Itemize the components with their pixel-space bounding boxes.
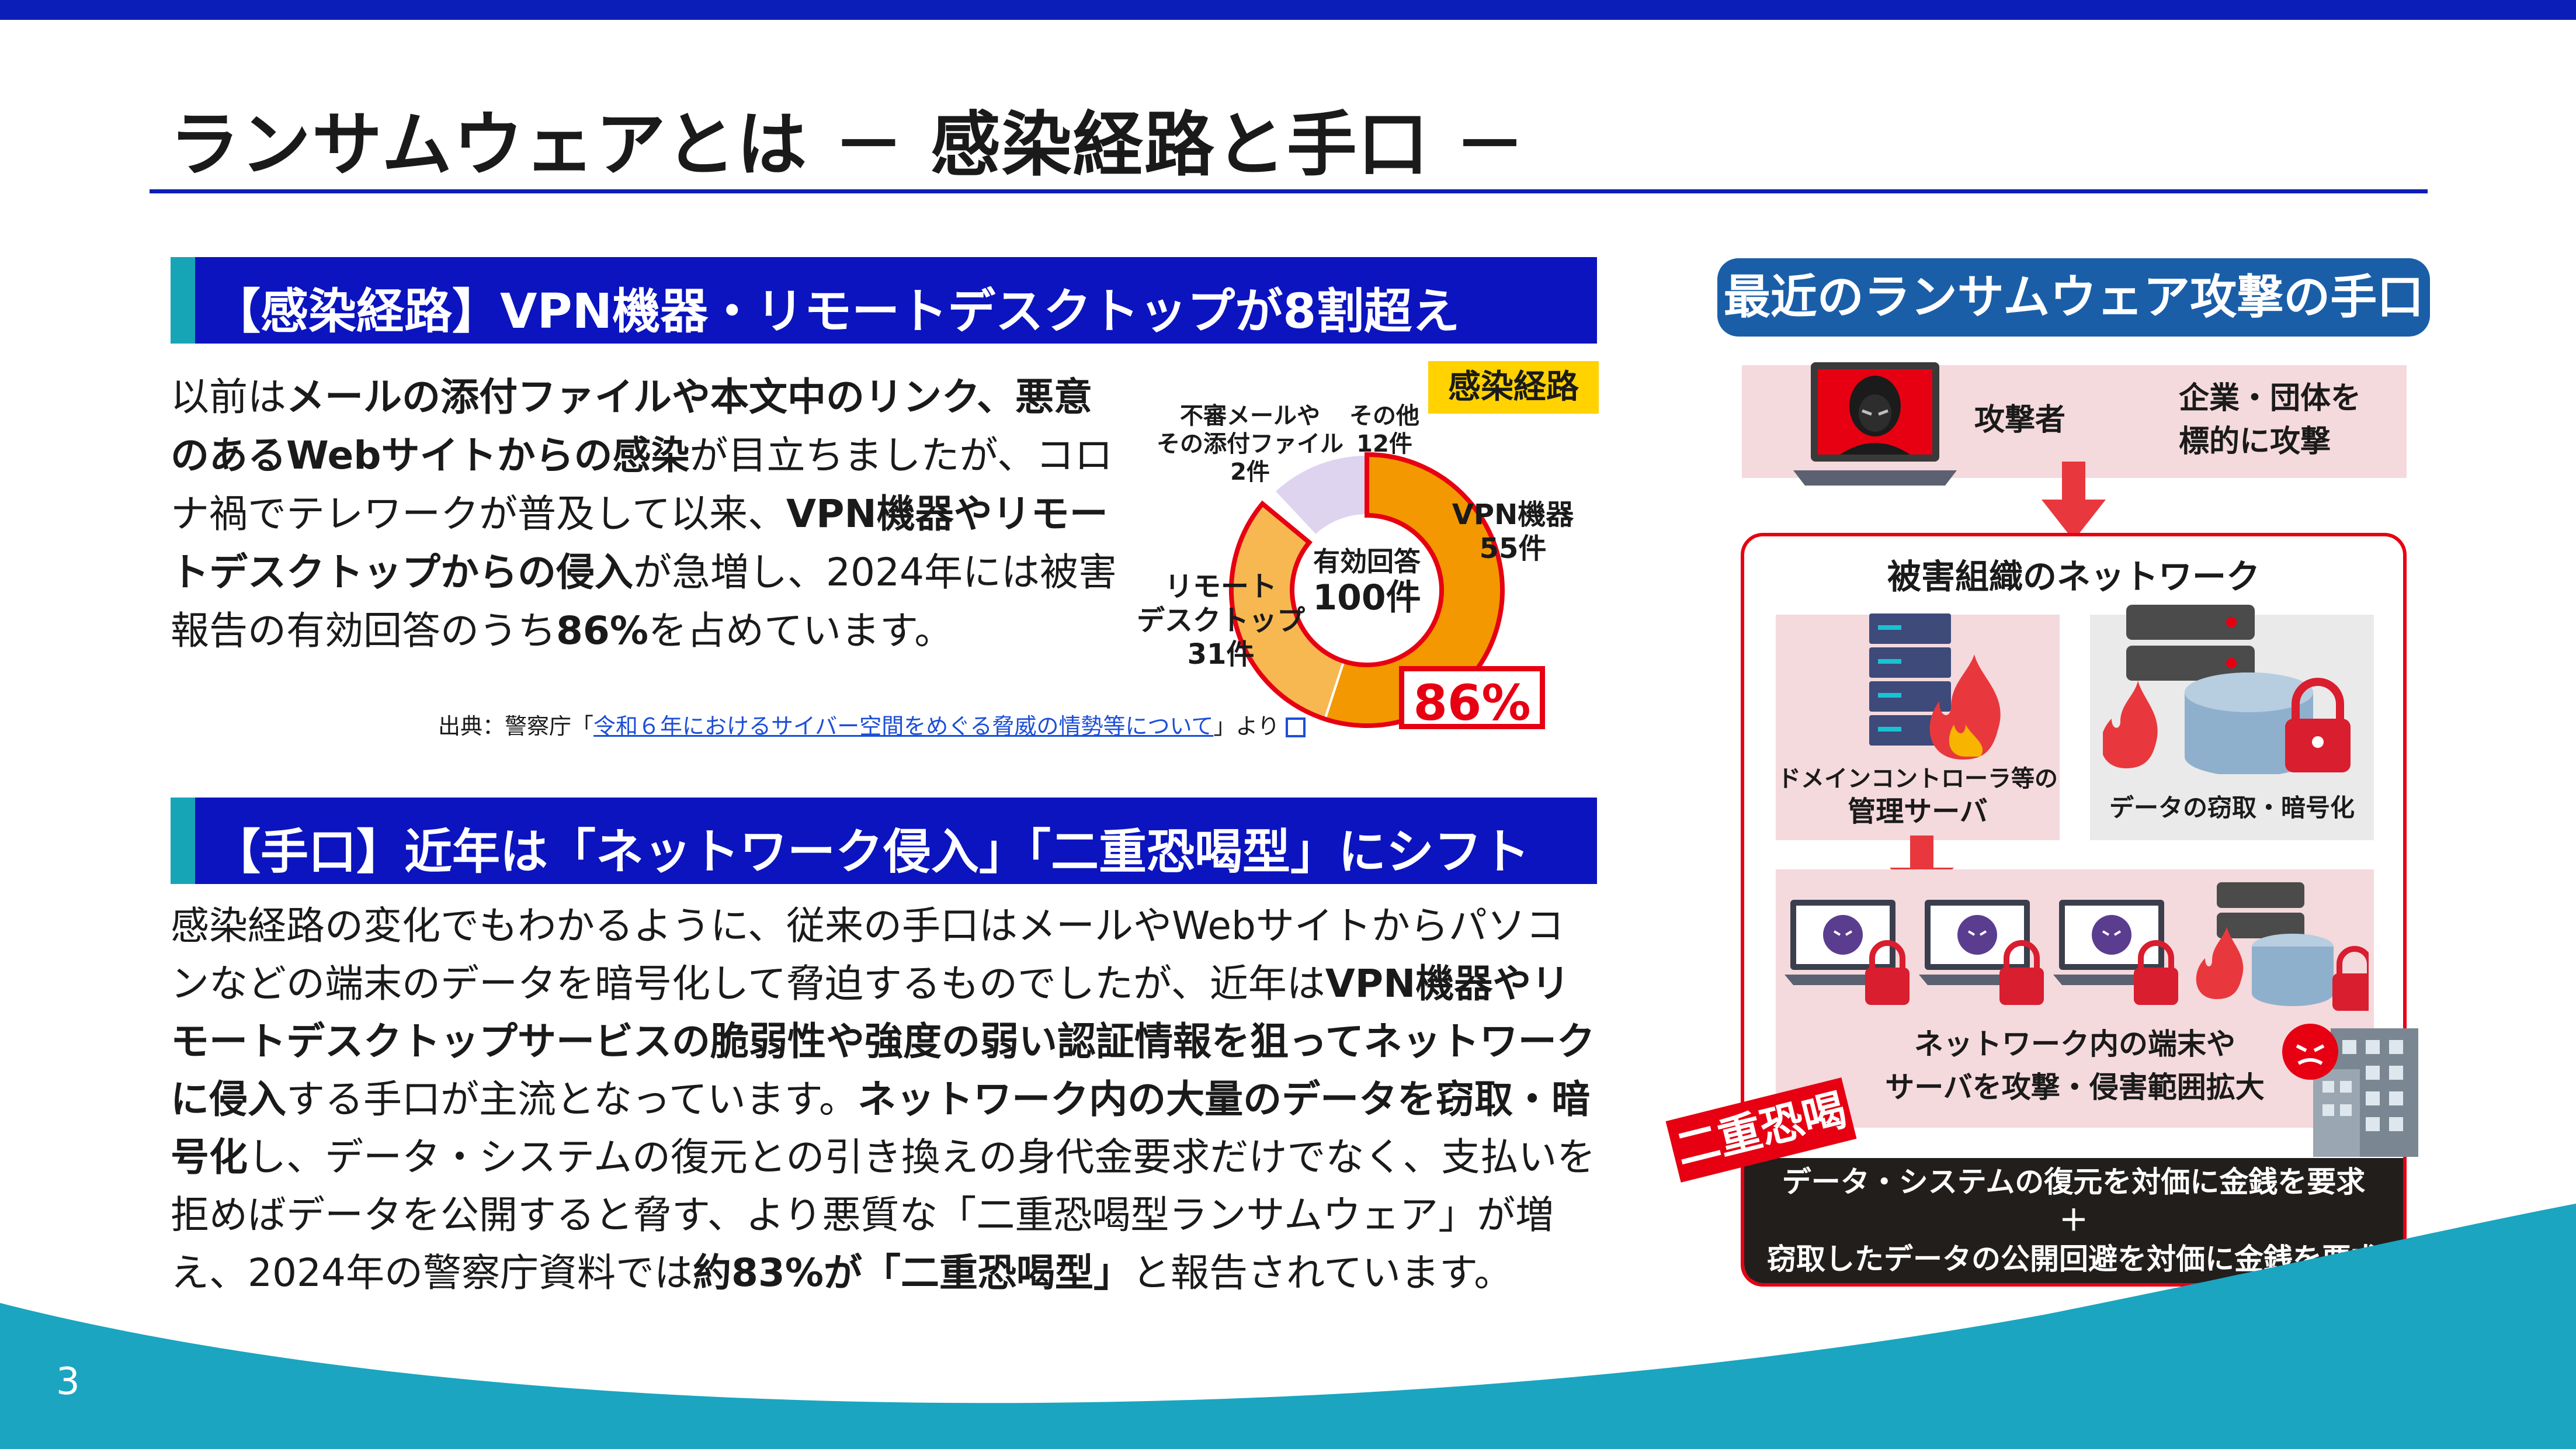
database-icon: [2103, 605, 2351, 774]
padlock-icon: [2285, 678, 2351, 772]
center-label-text: 有効回答: [1313, 546, 1421, 577]
text-run-bold: VPN機器やリモートデスクトップからの侵入: [171, 491, 1108, 595]
network-title: 被害組織のネットワーク: [1887, 557, 2260, 597]
infection-route-paragraph: 以前はメールの添付ファイルや本文中のリンク、悪意のあるWebサイトからの感染が目…: [171, 368, 1117, 660]
text-run-bold: 約83%が「二重恐喝型」: [692, 1250, 1132, 1295]
hacker-laptop-icon: [1793, 362, 1957, 486]
label-line: デスクトップ: [1136, 604, 1305, 637]
text-run: と報告されています。: [1131, 1250, 1513, 1295]
fire-icon: [1929, 654, 2001, 760]
infection-route-donut-chart: [1229, 452, 1505, 728]
data-theft-label: データの窃取・暗号化: [2109, 793, 2355, 822]
section-heading-method: 【手口】近年は「ネットワーク侵入」「二重恐喝型」にシフト: [171, 798, 1597, 884]
fire-icon: [2103, 681, 2158, 768]
target-line: 標的に攻撃: [2179, 424, 2331, 459]
center-value-text: 100件: [1313, 577, 1421, 618]
source-suffix: 」より: [1213, 713, 1280, 739]
evil-virus-icon: [2282, 1024, 2338, 1080]
virus-laptop-icon: [1785, 900, 1910, 1005]
management-server-label: ドメインコントローラ等の 管理サーバ: [1776, 762, 2060, 828]
source-prefix: 出典：警察庁「: [438, 713, 594, 739]
text-run: 感染経路の変化でもわかるように、従来の手口はメールやWebサイトからパソコンなど…: [171, 903, 1564, 1006]
section-heading-infection-route: 【感染経路】VPN機器・リモートデスクトップが8割超え: [171, 257, 1597, 344]
virus-laptop-icon: [1919, 900, 2044, 1005]
attacker-label: 攻撃者: [1974, 403, 2066, 438]
target-line: 企業・団体を: [2179, 381, 2362, 416]
page-number: 3: [56, 1360, 80, 1403]
text-run-bold: VPN機器やリモートデスクトップサービスの脆弱性や強度の弱い認証情報を狙ってネッ…: [171, 961, 1595, 1122]
label-value: 2件: [1230, 459, 1270, 486]
label-line: サーバを攻撃・侵害範囲拡大: [1885, 1070, 2265, 1104]
fire-icon: [2196, 927, 2244, 999]
text-run: が急増し、2024年には被害報告の有効回答のうち: [171, 550, 1117, 653]
label-line: その他: [1349, 403, 1419, 429]
label-line: VPN機器: [1452, 498, 1574, 531]
slice-label-vpn: VPN機器 55件: [1437, 498, 1589, 566]
server-rack-icon: [1869, 613, 2001, 760]
text-run: し、データ・システムの復元との引き換えの身代金要求だけでなく、支払いを拒めばデー…: [171, 1135, 1596, 1295]
top-brand-bar: [0, 0, 2576, 20]
ransom-demand-box: データ・システムの復元を対価に金銭を要求 ＋ 窃取したデータの公開回避を対価に金…: [1744, 1158, 2403, 1283]
external-link-icon[interactable]: [1285, 717, 1306, 737]
slice-label-other: その他 12件: [1338, 402, 1431, 458]
text-run-bold: ネットワーク内の大量のデータを窃取・暗号化: [171, 1077, 1591, 1180]
slice-label-rdp: リモート デスクトップ 31件: [1133, 570, 1308, 671]
demand-line: データ・システムの復元を対価に金銭を要求: [1782, 1165, 2366, 1199]
virus-laptop-icon: [2053, 900, 2178, 1005]
text-run-bold: メールの添付ファイルや本文中のリンク、悪意のあるWebサイトからの感染: [171, 375, 1093, 478]
text-run: が目立ちましたが、コロナ禍でテレワークが普及して以来、: [171, 433, 1113, 536]
heading-accent: [171, 798, 195, 884]
title-divider: [150, 189, 2428, 193]
slice-label-mail: 不審メールや その添付ファイル 2件: [1145, 402, 1355, 486]
highlight-percentage-badge: 86%: [1399, 666, 1545, 732]
source-citation: 出典：警察庁「令和６年におけるサイバー空間をめぐる脅威の情勢等について」より: [438, 708, 1306, 740]
section-heading-text: 【手口】近年は「ネットワーク侵入」「二重恐喝型」にシフト: [213, 824, 1530, 880]
highlight-ring-outline: [1229, 452, 1505, 728]
down-arrow-icon: [2042, 462, 2106, 540]
text-run: 以前は: [171, 375, 286, 420]
method-paragraph: 感染経路の変化でもわかるように、従来の手口はメールやWebサイトからパソコンなど…: [171, 897, 1596, 1302]
heading-accent: [171, 257, 195, 344]
section-heading-text: 【感染経路】VPN機器・リモートデスクトップが8割超え: [213, 284, 1460, 339]
chart-title-chip: 感染経路: [1428, 361, 1599, 414]
label-value: 31件: [1187, 638, 1255, 671]
label-value: 12件: [1356, 431, 1412, 457]
label-value: 55件: [1479, 532, 1547, 565]
text-run: する手口が主流となっています。: [286, 1077, 858, 1122]
footer-wave: [0, 1204, 2576, 1449]
source-link[interactable]: 令和６年におけるサイバー空間をめぐる脅威の情勢等について: [593, 713, 1214, 739]
label-line: ネットワーク内の端末や: [1914, 1027, 2235, 1061]
label-line: 不審メールや: [1180, 403, 1320, 429]
label-line: ドメインコントローラ等の: [1777, 765, 2058, 792]
page-title: ランサムウェアとは － 感染経路と手口 －: [169, 105, 1526, 186]
infected-devices-row: [1785, 882, 2369, 1011]
label-line: 管理サーバ: [1848, 795, 1988, 828]
diagram-title-pill: 最近のランサムウェア攻撃の手口: [1717, 258, 2430, 337]
office-building-icon: [2282, 1024, 2418, 1157]
chart-center-label: 有効回答 100件: [1308, 543, 1425, 616]
label-line: その添付ファイル: [1157, 431, 1343, 457]
database-icon: [2196, 882, 2369, 1011]
text-run: を占めています。: [648, 608, 953, 653]
plus-sign: ＋: [2059, 1204, 2088, 1237]
text-run-bold: 86%: [556, 608, 648, 653]
network-spread-label: ネットワーク内の端末や サーバを攻撃・侵害範囲拡大: [1776, 1022, 2374, 1109]
label-line: リモート: [1164, 570, 1277, 603]
target-label: 企業・団体を 標的に攻撃: [2179, 377, 2361, 463]
